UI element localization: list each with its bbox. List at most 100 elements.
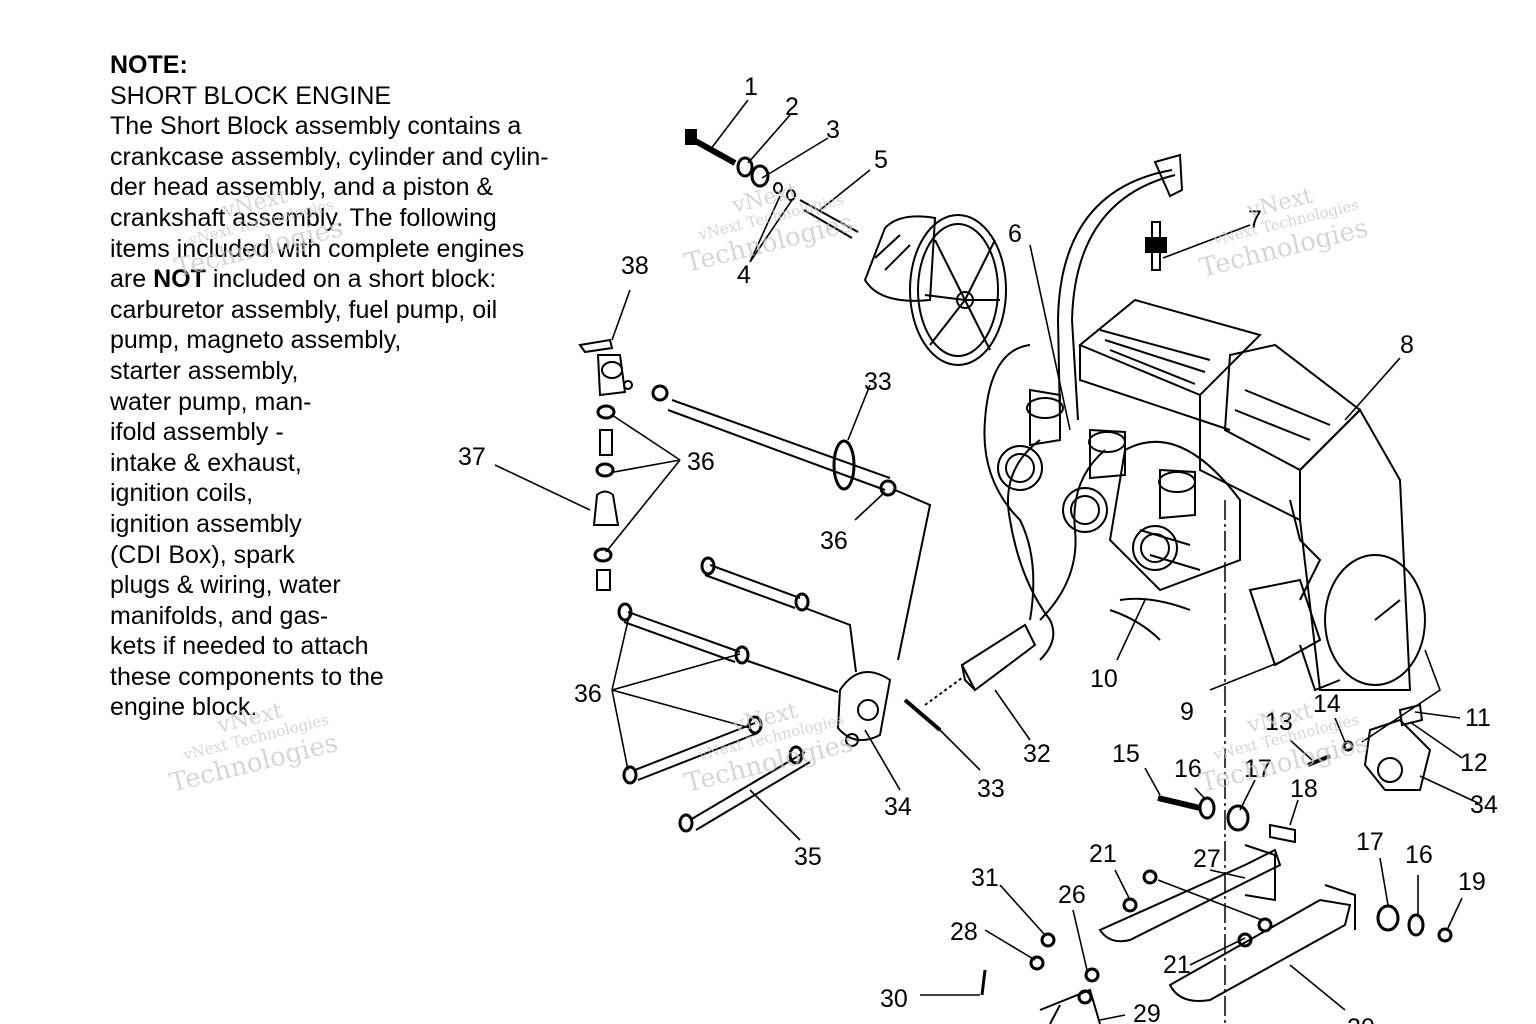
- spacer-part: [1376, 904, 1400, 932]
- callout-15: 15: [1112, 740, 1140, 768]
- callout-8: 8: [1400, 331, 1414, 359]
- spark-plug: [1145, 221, 1167, 271]
- callout-4: 4: [737, 261, 751, 289]
- pin-part: [799, 199, 859, 239]
- note-line: crankcase assembly, cylinder and cylin-: [110, 142, 549, 171]
- carburetor: [997, 388, 1064, 491]
- note-line-not: are NOT included on a short block:: [110, 264, 630, 295]
- callout-18: 18: [1290, 775, 1318, 803]
- note-line: SHORT BLOCK ENGINE: [110, 81, 392, 110]
- wire: [924, 677, 963, 706]
- note-line: starter assembly,: [110, 356, 299, 385]
- callout-31: 31: [971, 864, 999, 892]
- callout-35: 35: [794, 843, 822, 871]
- spacer-part: [1226, 804, 1250, 832]
- fuel-hose: [599, 429, 613, 456]
- hose-clamp: [617, 556, 810, 833]
- callout-27: 27: [1193, 845, 1221, 873]
- callout-11: 11: [1465, 704, 1491, 732]
- fuel-hose: [596, 569, 611, 591]
- bracket-part: [1039, 988, 1101, 1024]
- note-line: pump, magneto assembly,: [110, 326, 402, 355]
- washer-part: [1342, 740, 1354, 752]
- note-line: items included with complete engines: [110, 234, 525, 263]
- bolt-part: [685, 129, 737, 166]
- washer-part: [1198, 796, 1216, 820]
- callout-37: 37: [458, 443, 486, 471]
- bolt-part: [1157, 795, 1201, 811]
- note-line: these components to the: [110, 662, 384, 691]
- callout-30: 30: [880, 985, 908, 1013]
- note-line: intake & exhaust,: [110, 448, 302, 477]
- note-line: water pump, man-: [110, 387, 312, 416]
- oil-pump: [836, 671, 892, 747]
- callout-16b: 16: [1405, 841, 1433, 869]
- callout-13: 13: [1265, 708, 1293, 736]
- fuel-line: [983, 344, 1035, 621]
- carburetor: [1132, 468, 1196, 571]
- fuel-hose: [667, 399, 891, 491]
- fuel-line: [1007, 439, 1055, 661]
- note-line: carburetor assembly, fuel pump, oil: [110, 295, 498, 324]
- callout-14: 14: [1313, 690, 1341, 718]
- ignition-wire: [1056, 169, 1176, 421]
- callout-36b: 36: [820, 527, 848, 555]
- callout-9: 9: [1180, 698, 1194, 726]
- callout-33b: 33: [864, 368, 892, 396]
- cdi-box: [960, 623, 1037, 692]
- washer-part: [1407, 913, 1425, 937]
- hose: [634, 722, 759, 781]
- screw-part: [1307, 754, 1331, 767]
- hose: [623, 611, 741, 663]
- washer-part: [750, 164, 770, 188]
- note-line: engine block.: [110, 693, 258, 722]
- callout-16a: 16: [1174, 755, 1202, 783]
- note-line: kets if needed to attach: [110, 632, 369, 661]
- note-are-suffix: included on a short block:: [205, 265, 497, 294]
- fuel-line: [1039, 449, 1106, 621]
- screw-part: [903, 698, 942, 732]
- callout-1: 1: [744, 73, 758, 101]
- hose: [689, 751, 811, 831]
- engine-block: [1078, 298, 1426, 692]
- fuel-filter: [592, 490, 620, 526]
- hose: [704, 564, 801, 609]
- oil-pump-right: [1363, 703, 1432, 791]
- note-line: The Short Block assembly contains a: [110, 112, 522, 141]
- callout-6: 6: [1008, 220, 1022, 248]
- callout-12: 12: [1460, 749, 1488, 777]
- engine-mount-bracket: [1098, 844, 1282, 943]
- note-line: ignition assembly: [110, 509, 302, 538]
- washer-part: [736, 156, 754, 178]
- note-line: plugs & wiring, water: [110, 571, 341, 600]
- callout-26: 26: [1058, 881, 1086, 909]
- callout-labels: 1 2 3 4 5 6 7 8 9 10 11 12 13 14 15 16 1…: [458, 73, 1498, 1024]
- note-line: manifolds, and gas-: [110, 601, 329, 630]
- nut-part: [1437, 927, 1453, 943]
- wire: [1109, 597, 1191, 641]
- note-are-prefix: are: [110, 265, 154, 294]
- callout-34b: 34: [1470, 791, 1498, 819]
- callout-3: 3: [826, 116, 840, 144]
- callout-20: 20: [1347, 1014, 1375, 1024]
- hose-clamp: [593, 384, 897, 563]
- callout-34a: 34: [884, 793, 912, 821]
- fuel-pump: [578, 338, 633, 397]
- screw-part: [980, 969, 987, 996]
- callout-21b: 21: [1163, 951, 1191, 979]
- note-heading: NOTE:: [110, 51, 188, 79]
- note-line: (CDI Box), spark: [110, 540, 295, 569]
- callout-19: 19: [1458, 868, 1486, 896]
- callout-17a: 17: [1244, 755, 1272, 783]
- note-not-bold: NOT: [153, 265, 206, 294]
- carburetor: [1062, 428, 1126, 533]
- wire: [744, 489, 932, 693]
- callout-36a: 36: [687, 448, 715, 476]
- callout-32: 32: [1023, 740, 1051, 768]
- leader-lines: [494, 99, 1479, 1021]
- callout-33a: 33: [977, 775, 1005, 803]
- drive-clutch: [863, 214, 1007, 366]
- clamp-part: [832, 439, 856, 491]
- callout-5: 5: [874, 146, 888, 174]
